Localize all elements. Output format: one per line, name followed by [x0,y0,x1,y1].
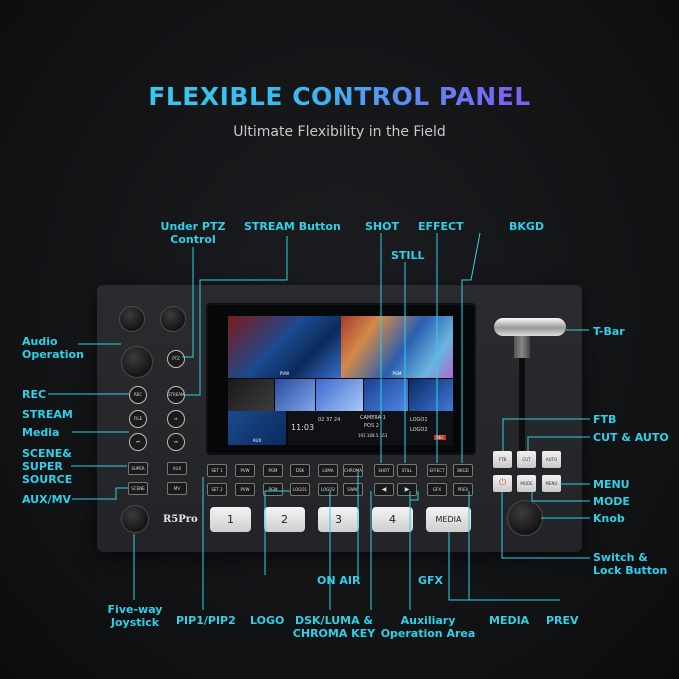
speed-knob[interactable] [121,346,153,378]
mv-button[interactable]: MV [167,482,187,495]
previous-button[interactable]: ⏮ [129,433,147,451]
touch-screen[interactable]: PVW PGM AUX 11:03 02 37 24 CAMERA 1 POS … [206,303,476,455]
super-source-button[interactable]: SUPER SOURCE [128,462,148,475]
ip-address: 192.168.5.163 [358,433,388,438]
chroma-key[interactable]: CHROMA [343,464,363,477]
label-knob: Knob [593,512,625,525]
next-button[interactable]: ⏭ [167,433,185,451]
page-title: FLEXIBLE CONTROL PANEL [0,82,679,111]
source-key-4[interactable]: 4 [372,507,413,532]
source-key-3[interactable]: 3 [318,507,359,532]
set2-key[interactable]: SET 2 [207,483,227,496]
rec-button[interactable]: REC [129,386,147,404]
set1-key[interactable]: SET 1 [207,464,227,477]
source-thumb-1 [228,379,274,411]
camera-name: CAMERA 1 [360,415,386,421]
cut-key[interactable]: CUT [517,451,536,468]
label-logo: LOGO [250,614,285,627]
dsk-key[interactable]: DSK [290,464,310,477]
label-ftb: FTB [593,413,617,426]
pgm-key-1[interactable]: PGM [263,464,283,477]
media-key[interactable]: MEDIA [426,507,471,532]
swap-key[interactable]: SWAP [343,483,363,496]
source-key-2[interactable]: 2 [264,507,305,532]
rec-badge: REC [434,435,447,440]
position-text: POS 2 [364,423,379,429]
logo1-key[interactable]: LOGO1 [290,483,310,496]
still-key[interactable]: STILL [397,464,417,477]
aux-monitor: AUX [228,411,286,445]
label-prev: PREV [546,614,579,627]
tone-knob[interactable] [119,306,145,332]
pgm-key-2[interactable]: PGM [263,483,283,496]
pvw-key-2[interactable]: PVW [235,483,255,496]
source-thumb-4 [364,379,408,411]
luma-key[interactable]: LUMA [318,464,338,477]
shot-key[interactable]: SHOT [374,464,394,477]
rotary-knob[interactable] [507,500,543,536]
source-thumb-3 [316,379,363,411]
label-five-way-joystick: Five-way Joystick [107,603,163,629]
label-effect: EFFECT [418,220,464,233]
t-bar-handle[interactable] [494,318,566,336]
ftb-key[interactable]: FTB [493,451,512,468]
pgm-monitor: PGM [341,316,453,378]
power-lock-button[interactable]: ⏻ [493,475,512,492]
scene-button[interactable]: SCENE [128,482,148,495]
label-bkgd: BKGD [509,220,545,233]
menu-key[interactable]: MENU [542,475,561,492]
clock-text: 11:03 [291,423,315,432]
logo1-indicator: LOGO1 [410,417,428,423]
label-mode: MODE [593,495,630,508]
label-aux-mv: AUX/MV [22,493,72,506]
stream-button[interactable]: STREAM [167,386,185,404]
label-scene-super-source: SCENE& SUPER SOURCE [22,447,73,486]
play-pause-button[interactable]: ⏯ [167,410,185,428]
label-cut-auto: CUT & AUTO [593,431,669,444]
auto-key[interactable]: AUTO [542,451,561,468]
bkgd-key[interactable]: BKGD [453,464,473,477]
gfx-key[interactable]: GFX [427,483,447,496]
label-pip: PIP1/PIP2 [176,614,236,627]
play-knob[interactable] [160,306,186,332]
source-thumb-5 [409,379,453,411]
source-key-1[interactable]: 1 [210,507,251,532]
effect-key[interactable]: EFFECT [427,464,447,477]
label-dsk-luma-chroma: DSK/LUMA & CHROMA KEY [292,614,376,640]
file-button[interactable]: FILE [129,410,147,428]
label-shot: SHOT [365,220,399,233]
label-auxiliary-operation: Auxiliary Operation Area [380,614,476,640]
brand-logo: R5Pro [163,514,198,525]
label-media-key: MEDIA [489,614,530,627]
pvw-key-1[interactable]: PVW [235,464,255,477]
label-stream-button: STREAM Button [244,220,341,233]
t-bar-stem [514,336,530,358]
right-arrow-key[interactable]: ▶ [397,483,417,496]
aux-button[interactable]: AUX [167,462,187,475]
label-audio-operation: Audio Operation [22,335,84,361]
label-stream: STREAM [22,408,73,421]
pvw-monitor: PVW [228,316,341,378]
label-gfx: GFX [418,574,444,587]
label-still: STILL [391,249,425,262]
timecode-text: 02 37 24 [318,417,341,423]
source-thumb-2 [275,379,315,411]
label-on-air: ON AIR [317,574,361,587]
prev-key[interactable]: PREV [453,483,473,496]
t-bar-track [519,332,525,452]
page-subtitle: Ultimate Flexibility in the Field [233,124,446,140]
logo2-indicator: LOGO2 [410,427,428,433]
mode-key[interactable]: MODE [517,475,536,492]
label-menu: MENU [593,478,630,491]
label-media: Media [22,426,60,439]
status-panel: 11:03 02 37 24 CAMERA 1 POS 2 192.168.5.… [288,411,453,445]
label-switch-lock: Switch & Lock Button [593,551,668,577]
ptz-button[interactable]: PTZ [167,350,185,368]
label-rec: REC [22,388,47,401]
label-under-ptz: Under PTZ Control [160,220,226,246]
five-way-joystick[interactable] [121,505,149,533]
logo2-key[interactable]: LOGO2 [318,483,338,496]
label-t-bar: T-Bar [593,325,625,338]
left-arrow-key[interactable]: ◀ [374,483,394,496]
